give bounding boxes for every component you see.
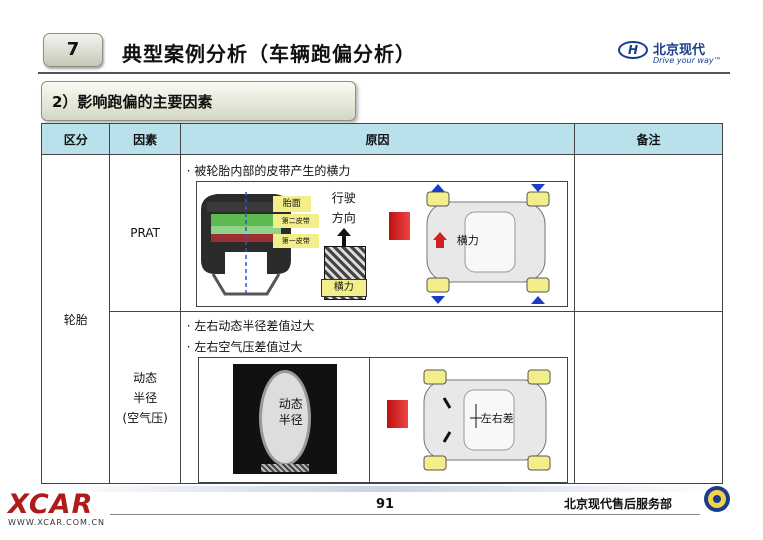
category-cell: 轮胎: [40, 154, 111, 484]
label-lr-diff: 左右差: [480, 412, 514, 425]
xcar-watermark-url: WWW.XCAR.COM.CN: [8, 518, 106, 527]
figure-divider: [368, 358, 370, 482]
dynamic-radius-figure: 动态 半径 左右差: [197, 357, 568, 483]
label-direction: 行驶 方向: [331, 191, 356, 225]
department-name: 北京现代售后服务部: [564, 497, 673, 511]
page-number: 91: [375, 497, 395, 512]
section-title: 2）影响跑偏的主要因素: [52, 93, 213, 111]
table-row: 轮胎 PRAT · 被轮胎内部的皮带产生的横力 胎面 第二皮带 第一皮带: [40, 154, 723, 484]
up-arrow-icon: [336, 228, 351, 248]
label-belt2: 第二皮带: [272, 214, 319, 228]
table-row: 动态 半径 (空气压) · 左右动态半径差值过大 · 左右空气压差值过大 动态 …: [42, 311, 723, 484]
logo-slogan: Drive your way™: [653, 56, 722, 65]
hyundai-emblem-icon: H: [618, 41, 648, 59]
factor-cell: 动态 半径 (空气压): [109, 311, 181, 484]
header-divider: [38, 72, 730, 74]
car-top-view-icon: [426, 184, 550, 304]
footer-divider: [110, 514, 700, 515]
car-top-view-icon: [423, 369, 551, 471]
header-reason: 原因: [179, 123, 576, 155]
wind-arrow-icon: [388, 212, 419, 240]
factor-cell: PRAT: [109, 154, 181, 312]
label-lateral-small: 横力: [320, 279, 367, 297]
xcar-watermark-logo: XCAR: [8, 489, 94, 520]
header-note: 备注: [574, 123, 723, 155]
factor-table: 区分 因素 原因 备注 轮胎 PRAT · 被轮胎内部的皮带产生的横力: [40, 123, 723, 484]
wind-arrow-icon: [386, 400, 417, 428]
prat-figure: 胎面 第二皮带 第一皮带 行驶 方向 横力: [195, 181, 568, 307]
label-tread: 胎面: [272, 196, 311, 212]
header-category: 区分: [40, 123, 111, 155]
brand-logo: H 北京现代 Drive your way™: [618, 38, 733, 68]
footer-bar: [40, 486, 723, 492]
reason-text: · 左右空气压差值过大: [186, 340, 303, 354]
label-lateral-car: 横力: [456, 234, 479, 247]
slide-number: 7: [66, 39, 80, 60]
label-dynamic-radius: 动态 半径: [278, 397, 303, 427]
reason-text: · 左右动态半径差值过大: [186, 319, 315, 333]
table-header-row: 区分 因素 原因 备注: [40, 123, 723, 155]
page-title: 典型案例分析（车辆跑偏分析）: [122, 42, 416, 66]
section-title-box: 2）影响跑偏的主要因素: [41, 81, 356, 121]
tire-photo-icon: [232, 364, 337, 474]
label-belt1: 第一皮带: [272, 234, 319, 248]
header-factor: 因素: [109, 123, 181, 155]
reason-cell: · 左右动态半径差值过大 · 左右空气压差值过大 动态 半径: [179, 311, 576, 484]
logo-brand-text: 北京现代: [653, 43, 706, 58]
reason-text: · 被轮胎内部的皮带产生的横力: [186, 164, 351, 178]
note-cell: [574, 154, 723, 312]
slide-number-badge: 7: [43, 33, 103, 67]
note-cell: [574, 311, 723, 484]
tire-cross-section-illustration: [200, 192, 291, 296]
reason-cell: · 被轮胎内部的皮带产生的横力 胎面 第二皮带 第一皮带 行驶 方向: [179, 154, 576, 312]
service-emblem-icon: [704, 486, 730, 512]
